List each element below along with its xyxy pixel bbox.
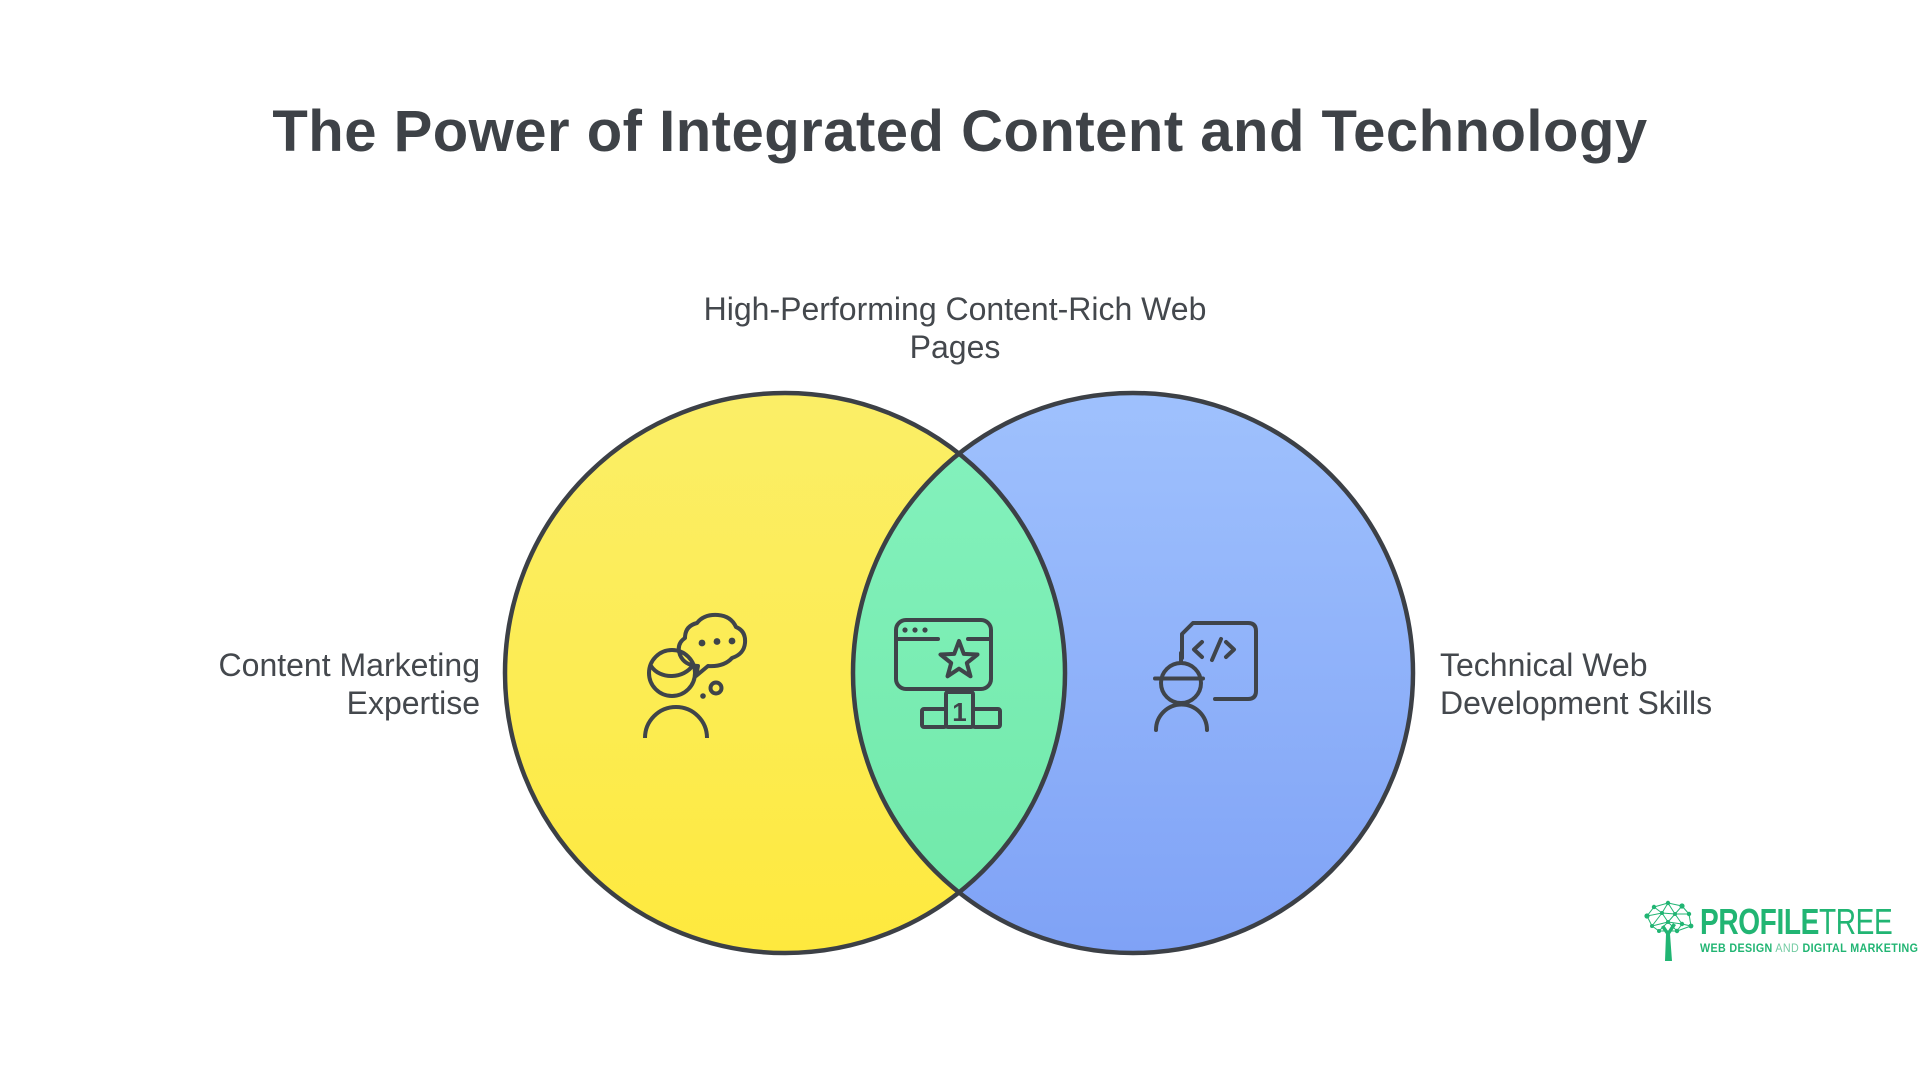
overlap-label: High-Performing Content-Rich Web Pages <box>703 291 1207 365</box>
engineer-code-document-icon <box>1153 621 1258 732</box>
profiletree-logo: PROFILETREE WEB DESIGN AND DIGITAL MARKE… <box>1642 898 1920 978</box>
top-ranked-webpage-podium-icon: 1 <box>894 618 1002 729</box>
right-circle-outline <box>850 390 1416 956</box>
brand-profile-text: PROFILE <box>1700 901 1819 942</box>
right-circle-label: Technical Web Development Skills <box>1440 647 1713 721</box>
left-circle-outline <box>502 390 1068 956</box>
brand-wordmark: PROFILETREE <box>1700 901 1893 942</box>
page-title: The Power of Integrated Content and Tech… <box>272 99 1648 164</box>
left-circle-label: Content Marketing Expertise <box>218 647 480 721</box>
overlap-region <box>853 393 1065 953</box>
brand-tree-text: TREE <box>1818 901 1893 942</box>
brand-tagline: WEB DESIGN AND DIGITAL MARKETING <box>1700 943 1919 955</box>
person-thought-bubble-icon <box>643 612 748 738</box>
podium-rank-number: 1 <box>952 697 966 727</box>
network-tree-icon <box>1644 900 1694 961</box>
